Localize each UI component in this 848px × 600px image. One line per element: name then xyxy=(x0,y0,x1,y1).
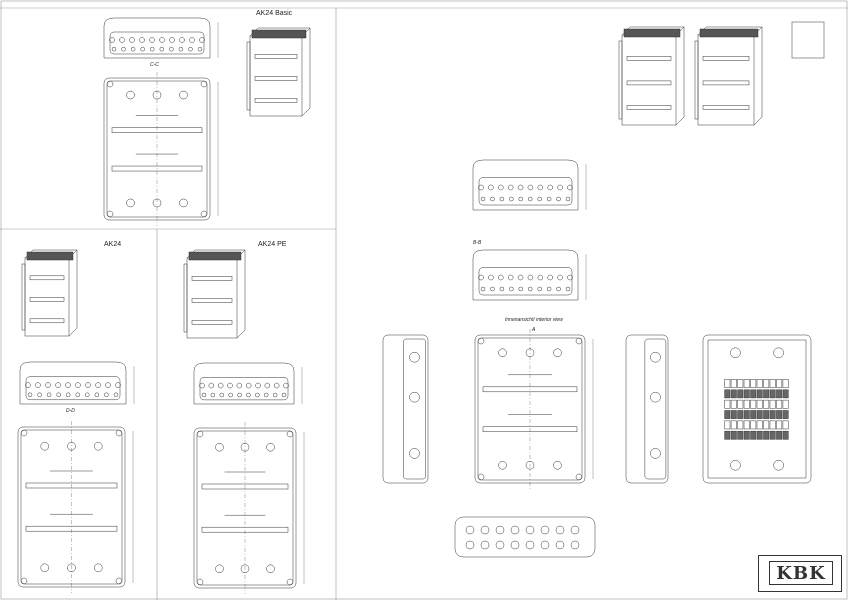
ak24-pe-top-view xyxy=(193,362,303,405)
kbk-logo-text: KBK xyxy=(769,561,833,585)
ak24-iso-view xyxy=(21,249,78,337)
section-label-a: A xyxy=(532,327,536,333)
section-view-bb xyxy=(472,249,587,301)
ak24-top-view xyxy=(19,361,135,405)
interior-front-view xyxy=(474,329,594,489)
iso-view-closed xyxy=(618,26,685,126)
title-ak24: AK24 xyxy=(104,241,122,248)
ak24-pe-iso-view xyxy=(183,249,246,339)
rear-view xyxy=(702,334,812,484)
side-view-left xyxy=(382,334,429,484)
section-label-dd: D-D xyxy=(66,408,75,414)
title-ak24-basic: AK24 Basic xyxy=(256,10,293,17)
top-view-cable-entries xyxy=(472,159,587,211)
dimension-schema xyxy=(791,21,825,59)
ak24-basic-iso-view xyxy=(246,27,311,117)
title-ak24-pe: AK24 PE xyxy=(258,241,287,248)
interior-view-label: Innenansicht/ interior view xyxy=(505,317,563,323)
side-view-right xyxy=(625,334,669,484)
section-label-bb: B-B xyxy=(473,240,482,246)
ak24-basic-top-view xyxy=(103,17,219,59)
bottom-view-cable-entries xyxy=(454,516,596,558)
section-label-cc: C-C xyxy=(150,62,159,68)
ak24-front-view xyxy=(17,421,134,593)
iso-view-open xyxy=(694,26,763,126)
ak24-pe-front-view xyxy=(193,422,305,594)
kbk-logo: KBK xyxy=(758,555,842,592)
ak24-basic-front-view xyxy=(103,72,219,226)
